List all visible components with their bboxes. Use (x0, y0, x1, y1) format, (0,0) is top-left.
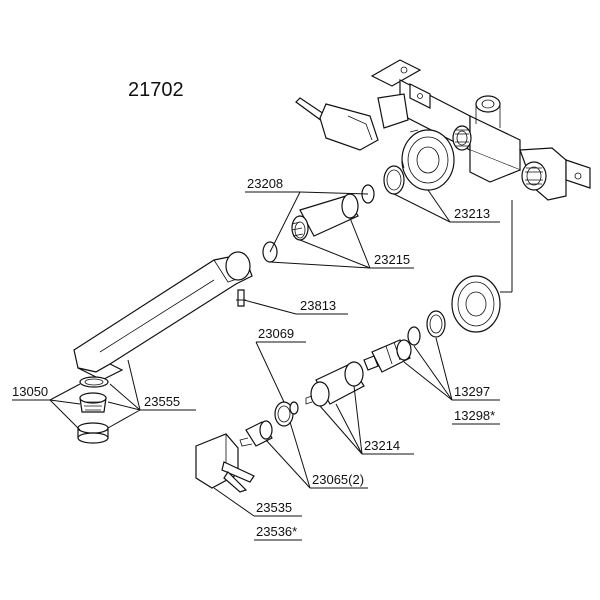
valve-cartridge-drawing (363, 339, 412, 373)
model-number: 21702 (128, 79, 184, 101)
handle-adapter-drawing (239, 420, 273, 447)
label-23536: 23536* (256, 524, 297, 539)
spout-drawing (73, 251, 253, 381)
label-23214: 23214 (364, 438, 400, 453)
upper-adapter-drawing (291, 193, 359, 241)
label-13050: 13050 (12, 384, 48, 399)
label-23208: 23208 (247, 176, 283, 191)
label-13298: 13298* (454, 408, 495, 423)
upper-o-rings-drawing (361, 165, 405, 204)
installed-handle-drawing (295, 93, 409, 151)
label-23069: 23069 (258, 326, 294, 341)
lower-escutcheon-drawing (451, 275, 501, 333)
lever-handle-drawing (195, 433, 255, 493)
label-23813: 23813 (300, 298, 336, 313)
upper-escutcheon-drawing (401, 129, 455, 191)
label-23535: 23535 (256, 500, 292, 515)
label-23213: 23213 (454, 206, 490, 221)
lower-o-rings-drawing (407, 310, 446, 346)
valve-body-drawing (370, 59, 591, 201)
label-13297: 13297 (454, 384, 490, 399)
valve-sleeve-drawing (305, 361, 365, 407)
label-23215: 23215 (374, 252, 410, 267)
label-23555: 23555 (144, 394, 180, 409)
retaining-ring-drawing (274, 401, 299, 427)
aerator-drawing (77, 376, 109, 444)
leader-lines (12, 189, 513, 541)
label-23065: 23065(2) (312, 472, 364, 487)
